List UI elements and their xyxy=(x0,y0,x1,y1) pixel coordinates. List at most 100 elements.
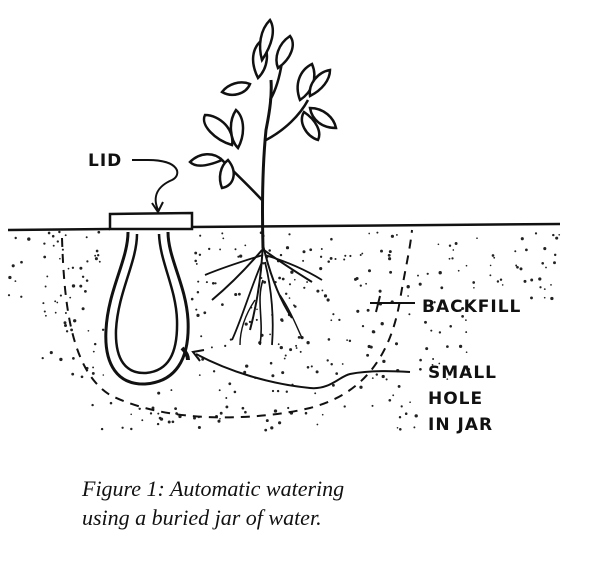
soil-dot xyxy=(73,319,77,323)
soil-dot xyxy=(543,296,546,299)
soil-dot xyxy=(262,262,265,265)
soil-dot xyxy=(473,286,475,289)
soil-dot xyxy=(14,280,17,283)
soil-dot xyxy=(20,260,23,264)
soil-dot xyxy=(271,374,275,378)
soil-dot xyxy=(433,301,436,304)
soil-dot xyxy=(79,266,83,270)
soil-dot xyxy=(330,237,333,241)
soil-dot xyxy=(372,330,376,334)
soil-dot xyxy=(87,329,90,332)
soil-dot xyxy=(43,242,46,245)
soil-dot xyxy=(224,344,227,347)
soil-dot xyxy=(195,308,198,311)
soil-dot xyxy=(130,413,132,416)
soil-dot xyxy=(205,281,208,284)
soil-dot xyxy=(200,335,203,338)
soil-dot xyxy=(97,230,101,234)
small-hole-label-line1: SMALL xyxy=(428,363,497,383)
soil-dot xyxy=(381,374,385,379)
soil-dot xyxy=(446,378,449,380)
soil-dot xyxy=(93,342,97,346)
soil-dot xyxy=(465,351,468,354)
soil-dot xyxy=(388,398,392,402)
soil-dot xyxy=(303,286,306,289)
jar-lid xyxy=(108,211,194,231)
soil-dot xyxy=(394,342,399,346)
soil-dot xyxy=(365,282,367,285)
soil-dot xyxy=(219,248,222,251)
soil-dot xyxy=(269,333,271,336)
soil-dot xyxy=(359,385,363,389)
soil-dot xyxy=(245,364,249,368)
soil-dot xyxy=(315,370,319,374)
soil-dot xyxy=(174,407,178,410)
soil-dot xyxy=(56,240,59,243)
soil-dot xyxy=(366,353,370,357)
soil-dot xyxy=(389,270,393,274)
soil-dot xyxy=(361,324,365,328)
soil-dot xyxy=(72,357,75,360)
soil-dot xyxy=(97,254,100,257)
soil-dot xyxy=(346,339,348,341)
soil-dot xyxy=(217,419,221,423)
soil-dot xyxy=(371,404,374,407)
soil-dot xyxy=(256,308,258,311)
soil-dot xyxy=(288,297,291,299)
soil-dot xyxy=(167,420,171,424)
soil-dot xyxy=(94,257,98,261)
soil-dot xyxy=(69,296,72,299)
soil-dot xyxy=(197,425,201,430)
soil-dot xyxy=(59,257,61,260)
soil-dot xyxy=(316,423,319,426)
soil-dot xyxy=(61,248,64,251)
soil-dot xyxy=(283,357,286,360)
soil-dot xyxy=(465,331,468,334)
soil-dot xyxy=(214,282,217,285)
soil-dot xyxy=(426,272,429,275)
soil-dot xyxy=(199,234,202,237)
soil-dot xyxy=(375,373,378,376)
soil-dot xyxy=(476,237,478,240)
soil-dot xyxy=(437,243,440,246)
soil-dot xyxy=(310,365,313,368)
soil-dot xyxy=(430,329,433,332)
caption-line-1: Figure 1: Automatic watering xyxy=(82,476,345,501)
soil-dot xyxy=(100,427,104,431)
soil-dot xyxy=(58,230,61,234)
soil-dot xyxy=(219,411,223,415)
soil-dot xyxy=(79,284,83,288)
soil-dot xyxy=(302,250,306,254)
ground-surface-line xyxy=(7,222,561,232)
soil-dot xyxy=(102,374,105,376)
soil-dot xyxy=(244,244,247,247)
soil-dot xyxy=(452,249,455,251)
soil-dot xyxy=(63,321,67,325)
soil-dot xyxy=(269,361,273,365)
soil-dot xyxy=(326,359,329,362)
soil-dot xyxy=(70,328,73,332)
soil-dot xyxy=(327,260,330,263)
soil-dot xyxy=(489,264,492,267)
soil-dot xyxy=(438,331,442,334)
soil-dot xyxy=(170,389,173,392)
soil-dot xyxy=(264,428,268,432)
soil-dot xyxy=(424,320,427,324)
soil-dot xyxy=(515,264,518,267)
soil-dot xyxy=(330,319,333,322)
soil-dot xyxy=(130,427,133,431)
soil-dot xyxy=(309,248,313,252)
soil-dot xyxy=(219,418,221,420)
soil-dot xyxy=(355,276,359,281)
soil-dot xyxy=(295,344,298,347)
caption-line-2: using a buried jar of water. xyxy=(82,505,322,530)
soil-dot xyxy=(101,328,105,331)
lid-leader-line xyxy=(132,159,179,211)
soil-dot xyxy=(8,275,12,280)
soil-dot xyxy=(306,341,310,345)
soil-dot xyxy=(248,320,252,324)
soil-dot xyxy=(448,244,452,247)
soil-dot xyxy=(414,414,418,418)
soil-dot xyxy=(54,311,57,314)
